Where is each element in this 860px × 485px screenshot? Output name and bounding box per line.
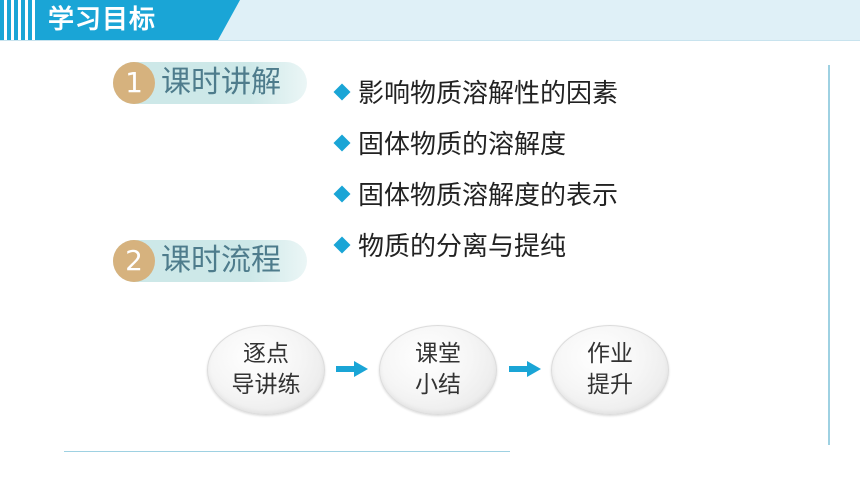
right-divider	[828, 65, 830, 445]
arrow-right-icon	[336, 361, 368, 377]
section-1-label: 课时讲解	[161, 65, 281, 100]
flow-step-practice[interactable]: 逐点 导讲练	[207, 325, 325, 415]
section-2-pill: 2 课时流程	[113, 240, 307, 282]
flow-step-summary[interactable]: 课堂 小结	[379, 325, 497, 415]
objective-item: 物质的分离与提纯	[332, 219, 618, 270]
section-1-pill: 1 课时讲解	[113, 62, 307, 104]
arrow-right-icon	[509, 361, 541, 377]
objective-text: 固体物质的溶解度	[358, 130, 567, 160]
section-2-number-badge: 2	[113, 240, 155, 282]
flow-step-label: 课堂 小结	[415, 341, 461, 398]
stripes-decoration	[0, 0, 40, 40]
section-1-number-badge: 1	[113, 62, 155, 104]
header-banner: 学习目标	[0, 0, 860, 41]
section-2-label: 课时流程	[161, 243, 281, 278]
flow-step-homework[interactable]: 作业 提升	[551, 325, 669, 415]
objectives-list: 影响物质溶解性的因素 固体物质的溶解度 固体物质溶解度的表示 物质的分离与提纯	[332, 66, 618, 270]
objective-text: 固体物质溶解度的表示	[358, 181, 619, 211]
objective-text: 影响物质溶解性的因素	[358, 79, 619, 109]
objective-item: 固体物质的溶解度	[332, 117, 618, 168]
diamond-icon	[333, 236, 351, 253]
objective-text: 物质的分离与提纯	[358, 232, 567, 262]
bottom-divider	[64, 451, 510, 452]
title-tab: 学习目标	[0, 0, 240, 40]
objective-item: 影响物质溶解性的因素	[332, 66, 618, 117]
flow-step-label: 作业 提升	[587, 341, 633, 398]
diamond-icon	[333, 83, 351, 100]
objective-item: 固体物质溶解度的表示	[332, 168, 618, 219]
diamond-icon	[333, 134, 351, 151]
diamond-icon	[333, 185, 351, 202]
page-title: 学习目标	[48, 5, 157, 35]
flow-step-label: 逐点 导讲练	[231, 341, 301, 398]
